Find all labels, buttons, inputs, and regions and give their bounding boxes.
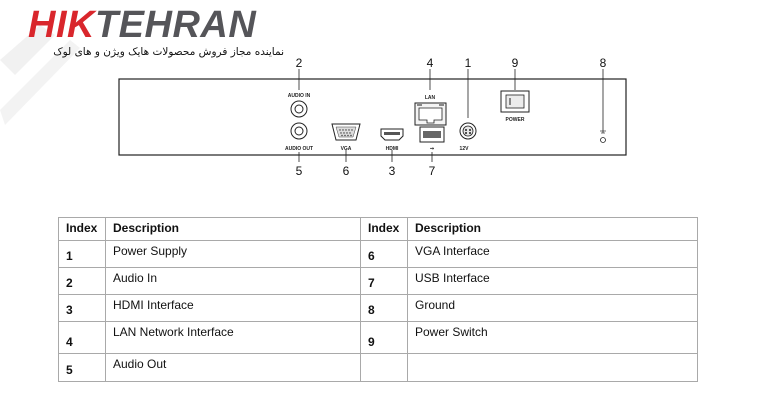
brand-subtitle: نماینده مجاز فروش محصولات هایک ویژن و ها… — [53, 46, 284, 58]
brand-logo-tehran: TEHRAN — [94, 4, 257, 46]
row-index — [360, 353, 408, 382]
table-row: 3 HDMI Interface 8 Ground — [58, 294, 698, 322]
callout-2-top: 2 — [296, 56, 303, 70]
vga-port-icon — [331, 123, 361, 141]
callout-8-top: 8 — [600, 56, 607, 70]
table-row: 4 LAN Network Interface 9 Power Switch — [58, 321, 698, 354]
usb-symbol-icon: ⇝ — [430, 146, 435, 152]
lan-port-icon — [414, 102, 447, 126]
header-description-1: Description — [105, 217, 361, 241]
callout-7-bottom: 7 — [429, 164, 436, 178]
row-description: Audio Out — [105, 353, 361, 382]
callout-4-top: 4 — [427, 56, 434, 70]
row-description: VGA Interface — [407, 240, 698, 268]
usb-port-icon — [419, 126, 445, 143]
row-index: 8 — [360, 294, 408, 322]
row-index: 6 — [360, 240, 408, 268]
power-input-label: 12V — [460, 146, 470, 152]
brand-logo: HIKTEHRAN — [28, 6, 256, 44]
audio-in-jack-icon — [290, 100, 308, 118]
row-index: 1 — [58, 240, 106, 268]
header-description-2: Description — [407, 217, 698, 241]
audio-out-label: AUDIO OUT — [285, 146, 313, 152]
row-index: 4 — [58, 321, 106, 354]
hdmi-port-icon — [380, 128, 404, 141]
callout-9-top: 9 — [512, 56, 519, 70]
interface-table: Index Description Index Description 1 Po… — [58, 217, 698, 382]
audio-in-label: AUDIO IN — [288, 93, 311, 99]
callout-5-bottom: 5 — [296, 164, 303, 178]
table-row: 5 Audio Out — [58, 353, 698, 382]
power-switch-icon — [500, 90, 530, 113]
lan-label: LAN — [425, 95, 436, 101]
row-index: 9 — [360, 321, 408, 354]
header-index-2: Index — [360, 217, 408, 241]
vga-label: VGA — [341, 146, 352, 152]
power-switch-label: POWER — [506, 117, 525, 123]
device-rear-panel — [118, 78, 627, 156]
table-row: 1 Power Supply 6 VGA Interface — [58, 240, 698, 268]
header-index-1: Index — [58, 217, 106, 241]
callout-6-bottom: 6 — [343, 164, 350, 178]
table-row: 2 Audio In 7 USB Interface — [58, 267, 698, 295]
row-description: LAN Network Interface — [105, 321, 361, 354]
brand-logo-hik: HIK — [28, 4, 95, 46]
rear-panel-diagram: 2 4 1 9 8 5 6 3 7 AUDIO IN AUDIO OUT VGA… — [118, 56, 627, 178]
row-index: 3 — [58, 294, 106, 322]
row-index: 2 — [58, 267, 106, 295]
power-input-connector-icon — [459, 122, 477, 140]
ground-terminal-icon — [600, 130, 606, 143]
hdmi-label: HDMI — [386, 146, 399, 152]
row-description: HDMI Interface — [105, 294, 361, 322]
row-description: Power Supply — [105, 240, 361, 268]
row-description — [407, 353, 698, 382]
row-description: Ground — [407, 294, 698, 322]
row-description: Audio In — [105, 267, 361, 295]
row-index: 5 — [58, 353, 106, 382]
audio-out-jack-icon — [290, 122, 308, 140]
row-description: USB Interface — [407, 267, 698, 295]
callout-1-top: 1 — [465, 56, 472, 70]
row-description: Power Switch — [407, 321, 698, 354]
row-index: 7 — [360, 267, 408, 295]
table-header-row: Index Description Index Description — [58, 217, 698, 241]
callout-3-bottom: 3 — [389, 164, 396, 178]
